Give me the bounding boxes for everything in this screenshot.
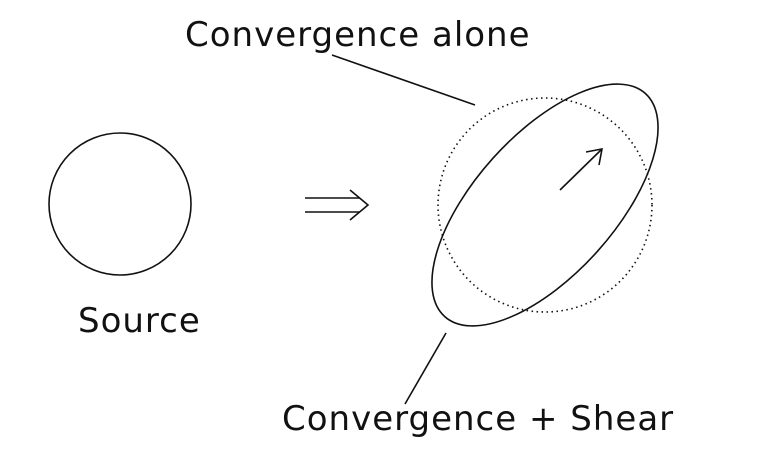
source-circle	[48, 132, 192, 276]
convergence-shear-ellipse	[431, 83, 659, 327]
convergence-alone-label: Convergence alone	[185, 15, 531, 55]
convergence-shear-label: Convergence + Shear	[282, 399, 674, 439]
convergence-alone-circle	[437, 97, 653, 313]
source-label: Source	[78, 301, 201, 341]
convergence-shear-leader-line	[404, 332, 447, 405]
shear-direction-arrow-icon	[559, 147, 604, 191]
double-right-arrow-icon	[305, 189, 370, 221]
convergence-alone-leader-line	[331, 54, 476, 106]
